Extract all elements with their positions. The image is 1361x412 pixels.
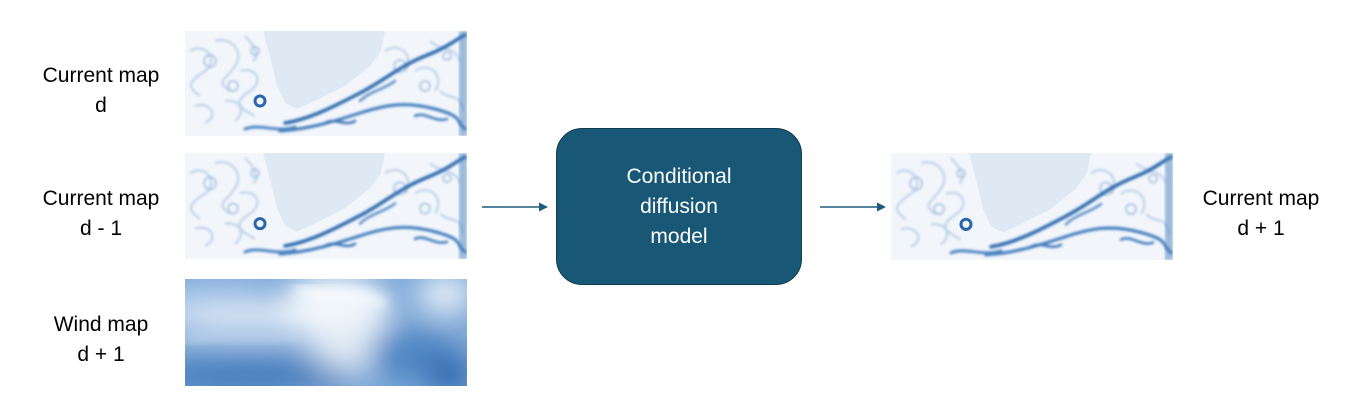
input-label-line2: d xyxy=(95,94,107,117)
current-map-d-minus-1-image xyxy=(185,153,467,259)
model-label-line3: model xyxy=(650,224,708,248)
output-arrow xyxy=(820,202,886,212)
input-label-line2: d + 1 xyxy=(77,343,125,366)
input-arrow xyxy=(482,202,548,212)
output-label-line1: Current map xyxy=(1202,187,1320,210)
input-label-line1: Current map xyxy=(42,64,160,87)
input-label-line2: d - 1 xyxy=(79,217,123,240)
input-label-line1: Wind map xyxy=(53,313,149,336)
conditional-diffusion-model-box: Conditional diffusion model xyxy=(556,128,802,285)
wind-map-d-plus-1-image xyxy=(185,279,467,386)
model-label-line1: Conditional xyxy=(626,164,732,188)
current-map-d-image xyxy=(185,31,467,136)
model-label-line2: diffusion xyxy=(640,194,718,218)
output-label-current-map-d-plus-1: Current map d + 1 xyxy=(1183,184,1339,244)
input-label-current-map-d-minus-1: Current map d - 1 xyxy=(25,184,177,244)
input-label-wind-map-d-plus-1: Wind map d + 1 xyxy=(25,310,177,370)
output-label-line2: d + 1 xyxy=(1237,217,1285,240)
input-label-line1: Current map xyxy=(42,187,160,210)
input-label-current-map-d: Current map d xyxy=(25,61,177,121)
current-map-d-plus-1-image xyxy=(891,153,1173,260)
